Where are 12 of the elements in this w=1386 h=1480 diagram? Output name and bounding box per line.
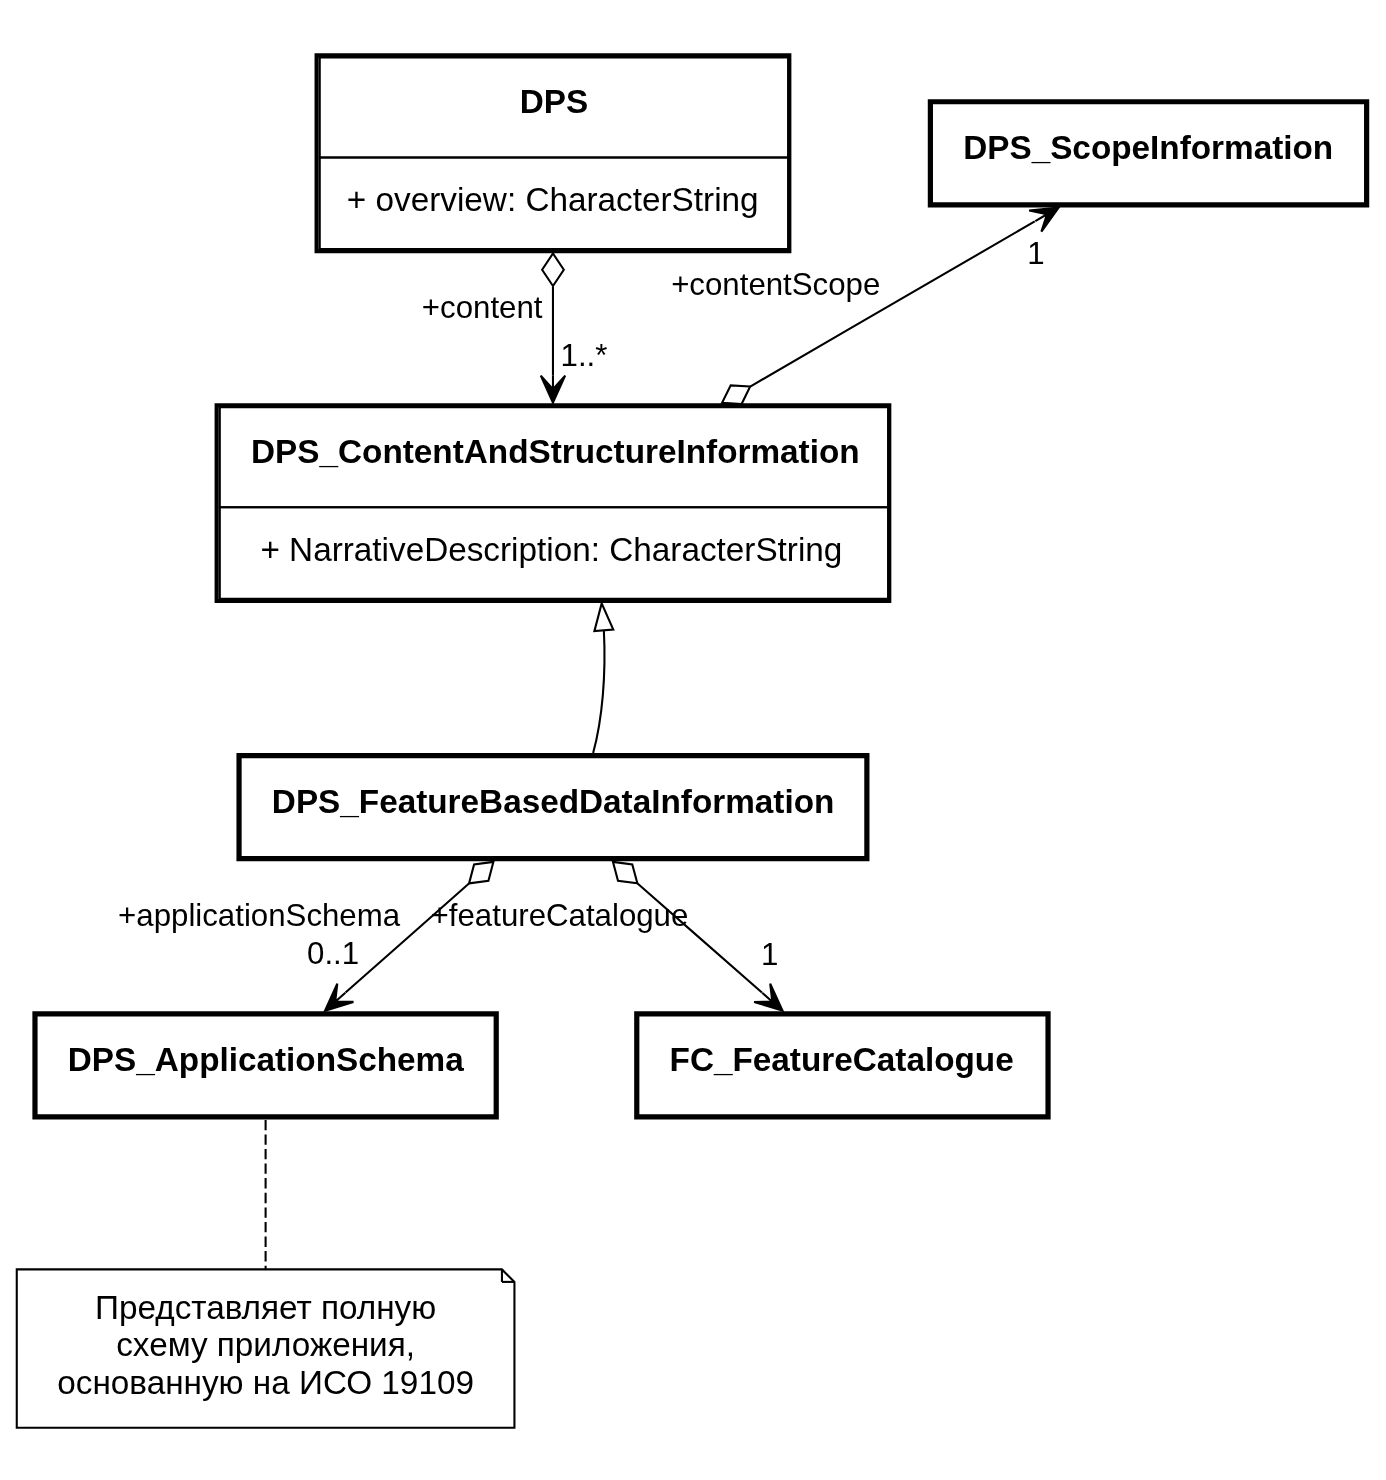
edge-label: +content xyxy=(421,289,543,325)
edge-label: +contentScope xyxy=(671,266,881,302)
label: 0..1 xyxy=(307,935,360,971)
label: 1 xyxy=(1027,235,1045,271)
arrow xyxy=(720,205,1060,405)
connector xyxy=(264,1119,267,1269)
edge-label: +applicationSchema xyxy=(118,897,401,933)
arrow xyxy=(324,860,495,1012)
arrow xyxy=(539,251,567,404)
arrow xyxy=(611,860,784,1012)
label: 1..* xyxy=(560,337,608,373)
label: 1 xyxy=(760,936,779,972)
